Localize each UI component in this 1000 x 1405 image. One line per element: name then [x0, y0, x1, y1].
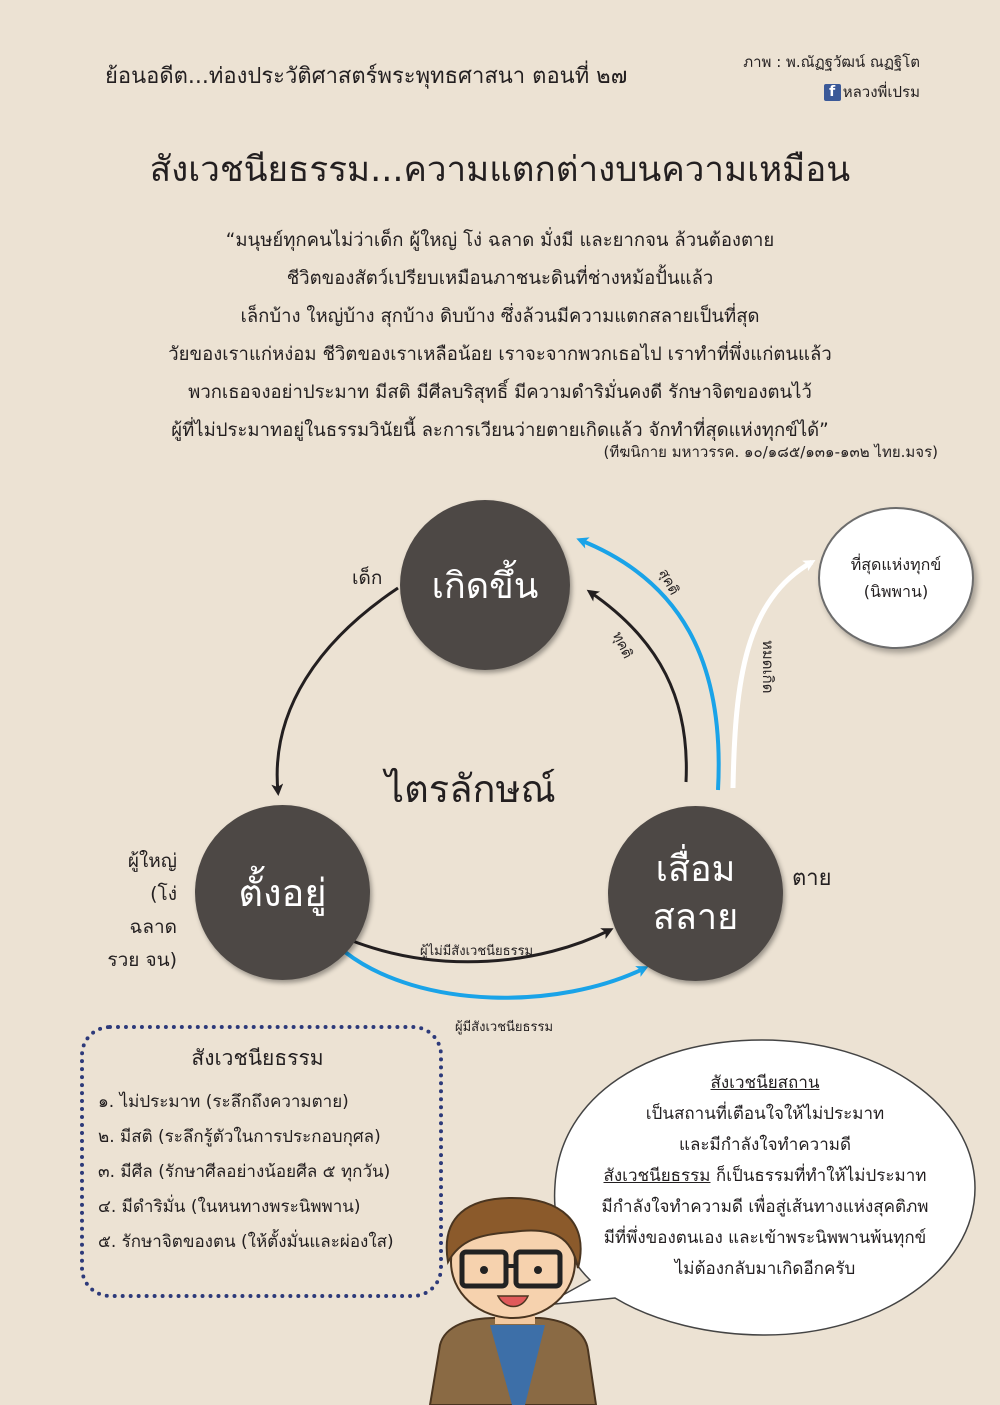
image-credit: ภาพ : พ.ณัฏฐวัฒน์ ณฏฐิโต f หลวงพี่เปรม: [743, 50, 920, 104]
decay-label-line2: สลาย: [652, 896, 739, 938]
dhamma-list-box: [80, 1025, 443, 1298]
arrow-dukhati: [586, 589, 688, 783]
label-death: ตาย: [792, 866, 832, 891]
label-no-rebirth: หมดเกิด: [759, 640, 777, 694]
facebook-link[interactable]: f หลวงพี่เปรม: [823, 80, 920, 104]
list-item: ๒. มีสติ (ระลึกรู้ตัวในการประกอบกุศล): [98, 1127, 381, 1147]
bubble-line: เป็นสถานที่เตือนใจให้ไม่ประมาท: [645, 1104, 885, 1124]
nibbana-line1: ที่สุดแห่งทุกข์: [850, 555, 942, 574]
nibbana-line2: (นิพพาน): [863, 582, 929, 601]
bubble-term: สังเวชนียธรรม: [603, 1166, 711, 1186]
speech-bubble: [544, 1039, 976, 1336]
quote-line: “มนุษย์ทุกคนไม่ว่าเด็ก ผู้ใหญ่ โง่ ฉลาด …: [225, 230, 775, 251]
dhamma-list-title: สังเวชนียธรรม: [191, 1046, 324, 1070]
page-title: สังเวชนียธรรม...ความแตกต่างบนความเหมือน: [149, 150, 851, 190]
cartoon-character-illustration: [428, 1196, 598, 1405]
bubble-text: สังเวชนียสถาน เป็นสถานที่เตือนใจให้ไม่ปร…: [570, 1068, 960, 1285]
quote-line: พวกเธอจงอย่าประมาท มีสติ มีศีลบริสุทธิ์ …: [188, 382, 812, 403]
label-path-with: ผู้มีสังเวชนียธรรม: [455, 1020, 554, 1035]
quote-line: ผู้ที่ไม่ประมาทอยู่ในธรรมวินัยนี้ ละการเ…: [171, 420, 829, 441]
label-child: เด็ก: [352, 567, 383, 589]
exist-circle: ตั้งอยู่: [195, 805, 370, 980]
quote-line: วัยของเราแก่หง่อม ชีวิตของเราเหลือน้อย เ…: [168, 344, 832, 365]
label-adult-3: รวย จน): [107, 949, 177, 971]
quote-block: “มนุษย์ทุกคนไม่ว่าเด็ก ผู้ใหญ่ โง่ ฉลาด …: [60, 222, 940, 450]
bubble-line: และมีกำลังใจทำความดี: [679, 1135, 851, 1155]
facebook-name: หลวงพี่เปรม: [842, 83, 920, 101]
arrow-birth-to-exist: [271, 586, 399, 796]
arrow-without-dhamma: [349, 928, 614, 964]
label-adult-group: ผู้ใหญ่ (โง่ ฉลาด รวย จน): [97, 845, 177, 977]
credit-text: ภาพ : พ.ณัฏฐวัฒน์ ณฏฐิโต: [743, 53, 920, 71]
birth-circle: เกิดขึ้น: [400, 500, 570, 670]
arrow-with-dhamma: [343, 950, 649, 1000]
decay-circle: เสื่อม สลาย: [608, 806, 783, 981]
label-path-without: ผู้ไม่มีสังเวชนียธรรม: [420, 944, 534, 959]
bubble-heading: สังเวชนียสถาน: [710, 1073, 820, 1093]
list-item: ๑. ไม่ประมาท (ระลึกถึงความตาย): [98, 1092, 349, 1112]
dhamma-list: ๑. ไม่ประมาท (ระลึกถึงความตาย) ๒. มีสติ …: [98, 1085, 394, 1260]
bubble-line: มีที่พึ่งของตนเอง และเข้าพระนิพพานพ้นทุก…: [603, 1228, 927, 1248]
birth-label: เกิดขึ้น: [431, 565, 539, 607]
list-item: ๕. รักษาจิตของตน (ให้ตั้งมั่นและผ่องใส): [98, 1232, 394, 1252]
quote-line: เล็กบ้าง ใหญ่บ้าง สุกบ้าง ดิบบ้าง ซึ่งล้…: [240, 306, 760, 327]
label-adult-2: (โง่ ฉลาด: [129, 883, 177, 938]
bubble-line: ไม่ต้องกลับมาเกิดอีกครับ: [674, 1259, 856, 1279]
nibbana-circle: ที่สุดแห่งทุกข์ (นิพพาน): [818, 507, 974, 649]
decay-label-line1: เสื่อม: [655, 848, 736, 890]
arrow-to-nibbana: [730, 559, 816, 789]
series-title: ย้อนอดีต...ท่องประวัติศาสตร์พระพุทธศาสนา…: [105, 64, 628, 89]
list-item: ๓. มีศีล (รักษาศีลอย่างน้อยศีล ๕ ทุกวัน): [98, 1162, 391, 1182]
bubble-line-rest: ก็เป็นธรรมที่ทำให้ไม่ประมาท: [710, 1166, 927, 1186]
label-adult: ผู้ใหญ่: [127, 850, 177, 872]
quote-line: ชีวิตของสัตว์เปรียบเหมือนภาชนะดินที่ช่าง…: [286, 268, 714, 289]
center-label: ไตรลักษณ์: [385, 767, 556, 811]
exist-label: ตั้งอยู่: [238, 871, 327, 915]
list-item: ๔. มีดำริมั่น (ในหนทางพระนิพพาน): [98, 1197, 361, 1217]
quote-reference: (ทีฆนิกาย มหาวรรค. ๑๐/๑๘๕/๑๓๑-๑๓๒ ไทย.มจ…: [603, 443, 938, 461]
bubble-line: สังเวชนียธรรม ก็เป็นธรรมที่ทำให้ไม่ประมา…: [570, 1161, 960, 1192]
bubble-line: มีกำลังใจทำความดี เพื่อสู่เส้นทางแห่งสุค…: [601, 1197, 929, 1217]
facebook-icon: f: [823, 83, 841, 101]
arrow-sukhati: [576, 537, 721, 791]
